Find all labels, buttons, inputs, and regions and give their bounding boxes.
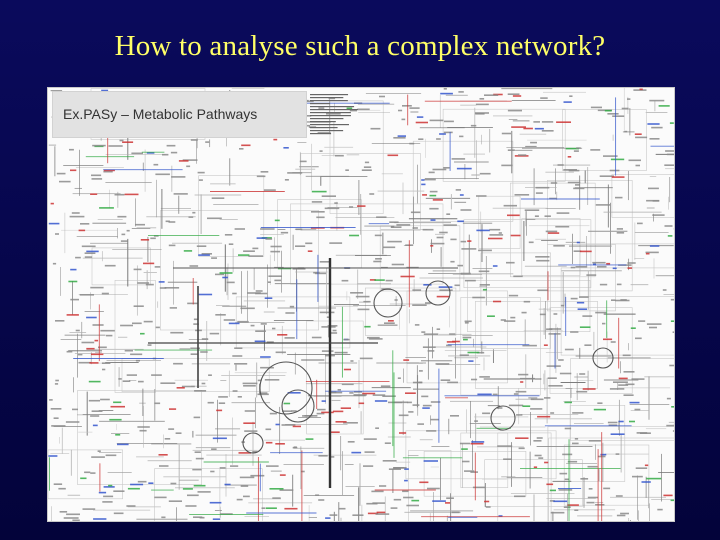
pathway-network-graphic <box>48 88 674 521</box>
slide-title: How to analyse such a complex network? <box>114 30 606 62</box>
map-label: Ex.PASy – Metabolic Pathways <box>63 106 258 122</box>
map-label-box: Ex.PASy – Metabolic Pathways <box>53 92 306 137</box>
metabolic-pathways-map: Ex.PASy – Metabolic Pathways <box>47 87 675 522</box>
